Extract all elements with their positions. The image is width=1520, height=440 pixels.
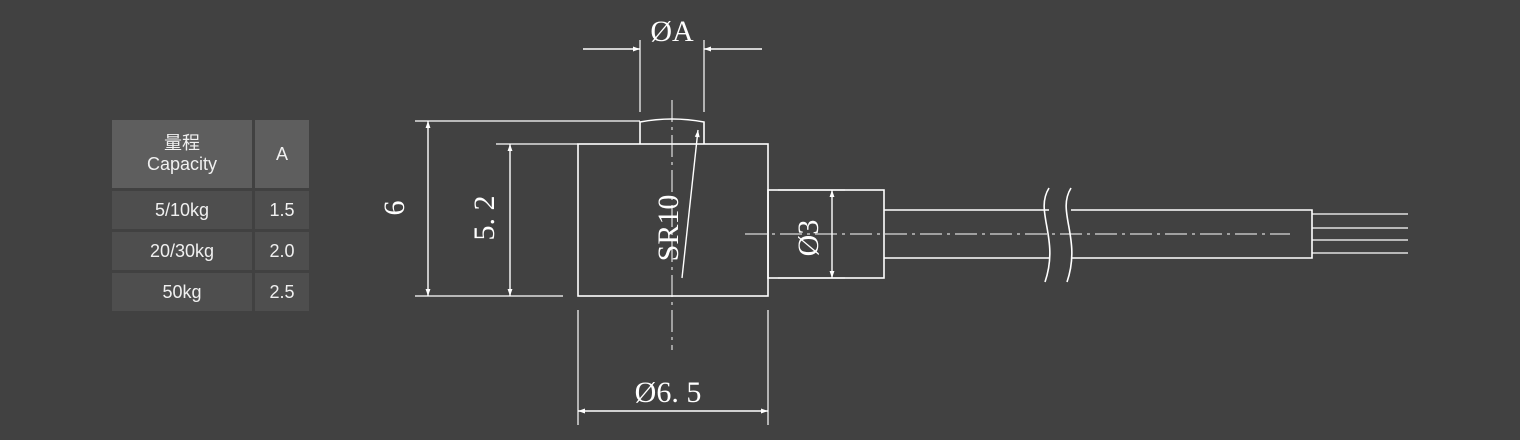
capacity-table: 量程 Capacity A 5/10kg 1.5 20/30kg 2.0 50k… <box>109 117 312 314</box>
label-body-diameter: Ø6. 5 <box>635 376 702 409</box>
table-row: 50kg 2.5 <box>112 273 309 311</box>
table-row: 20/30kg 2.0 <box>112 232 309 270</box>
header-capacity-cn: 量程 <box>164 133 200 154</box>
header-capacity: 量程 Capacity <box>112 120 252 188</box>
label-height-body: 5. 2 <box>468 196 501 241</box>
label-neck-diameter: Ø3 <box>792 220 825 257</box>
cable-break <box>1043 187 1073 283</box>
cable <box>884 209 1313 259</box>
cell-capacity: 5/10kg <box>112 191 252 229</box>
cell-a: 1.5 <box>255 191 309 229</box>
label-radius: SR10 <box>652 195 685 262</box>
header-capacity-en: Capacity <box>146 154 218 174</box>
header-dim-a: A <box>255 120 309 188</box>
cell-a: 2.5 <box>255 273 309 311</box>
table-row: 5/10kg 1.5 <box>112 191 309 229</box>
label-diameter-a: ØA <box>650 15 694 48</box>
extension-lines <box>415 40 845 425</box>
cell-capacity: 50kg <box>112 273 252 311</box>
dim-line-radius <box>681 129 700 279</box>
label-height-total: 6 <box>378 201 411 216</box>
cell-capacity: 20/30kg <box>112 232 252 270</box>
cell-a: 2.0 <box>255 232 309 270</box>
cable-wires <box>1312 213 1408 254</box>
table-header-row: 量程 Capacity A <box>112 120 309 188</box>
